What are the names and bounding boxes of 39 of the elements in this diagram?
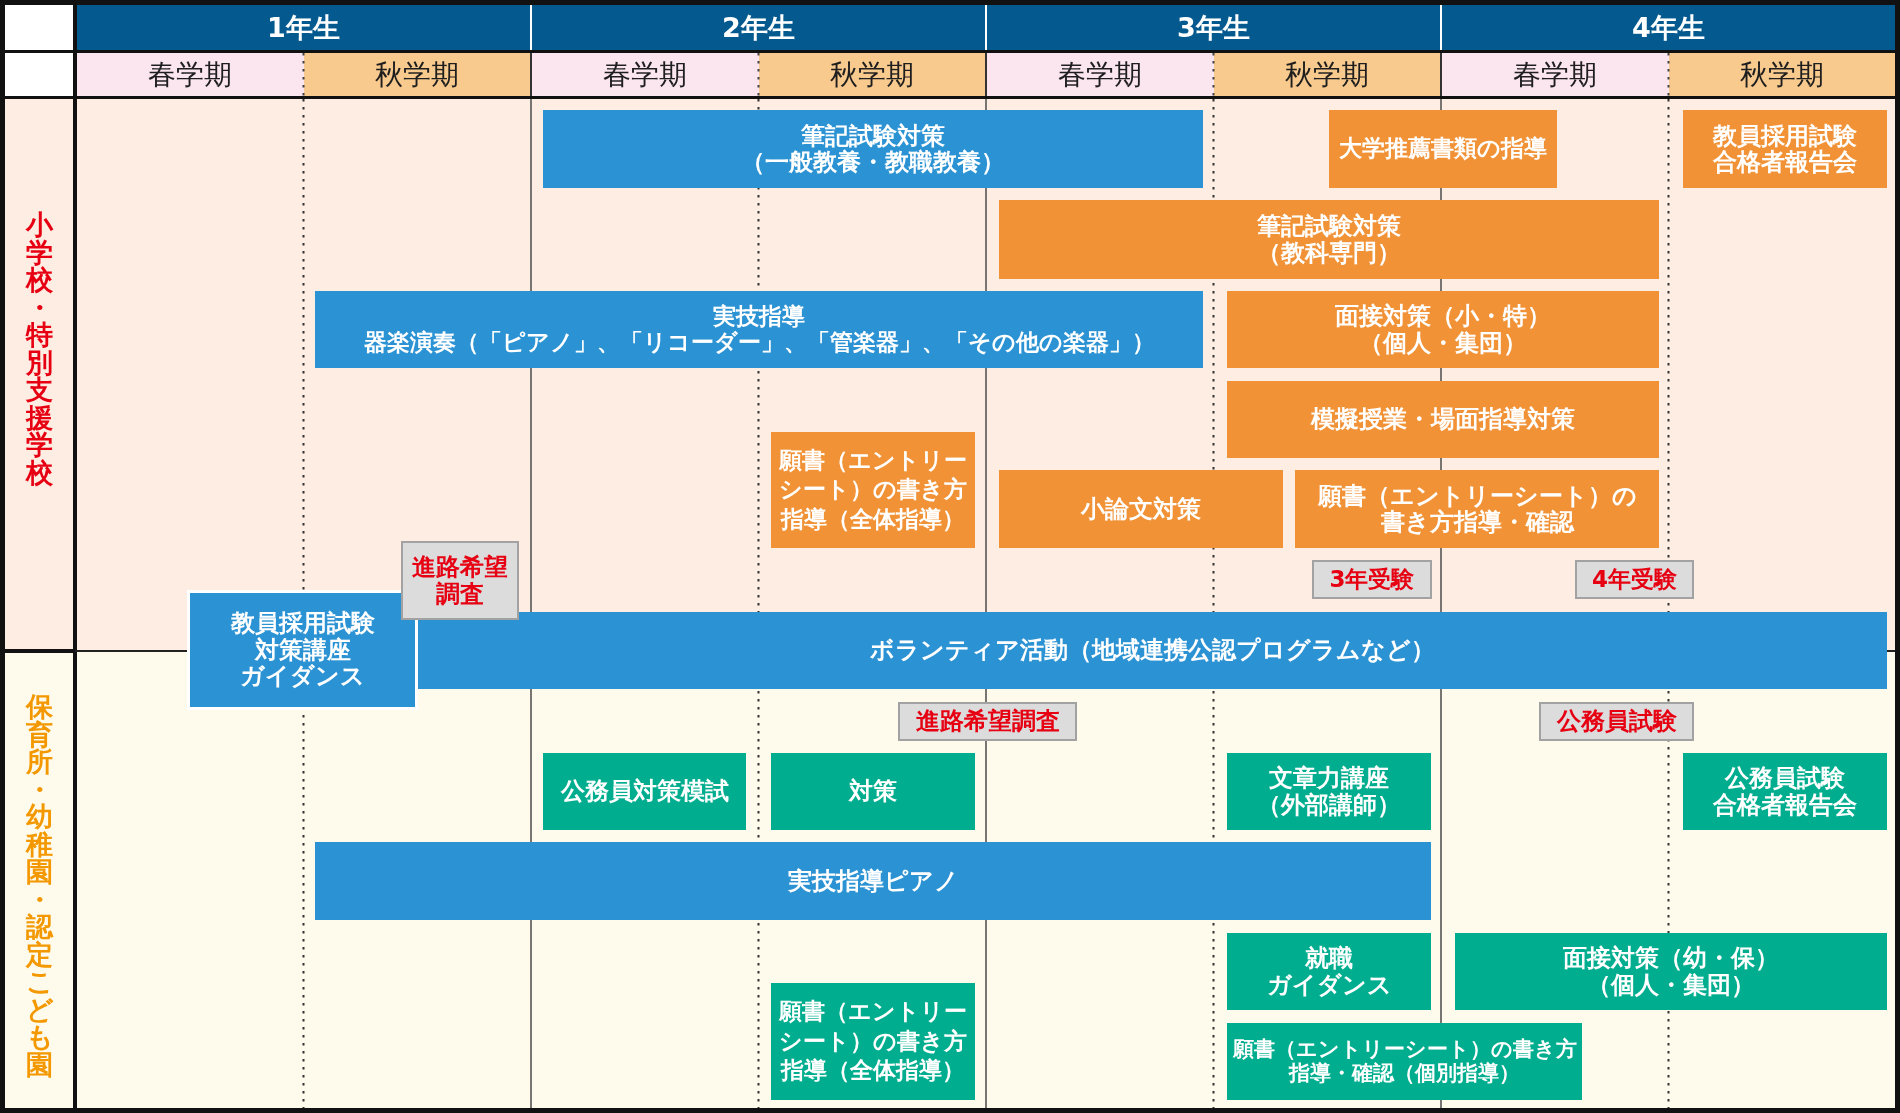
section-label: 保育所・幼稚園・認定こども園 — [25, 693, 54, 1079]
activity-box: 願書（エントリーシート）の書き方指導・確認 — [1295, 470, 1659, 548]
term-header: 秋学期 — [758, 53, 986, 96]
activity-box: 筆記試験対策（教科専門） — [999, 200, 1659, 279]
notice-box: 進路希望調査 — [401, 541, 519, 620]
term-header: 春学期 — [531, 53, 759, 96]
activity-box: 面接対策（幼・保）（個人・集団） — [1455, 933, 1887, 1010]
section-label: 小学校・特別支援学校 — [25, 211, 54, 487]
year-header: 4年生 — [1442, 5, 1895, 50]
activity-box: 筆記試験対策（一般教養・教職教養） — [543, 110, 1203, 188]
year-header: 1年生 — [77, 5, 530, 50]
activity-box: 実技指導器楽演奏（「ピアノ」、「リコーダー」、「管楽器」、「その他の楽器」） — [315, 291, 1203, 368]
activity-box: 願書（エントリーシート）の書き方指導（全体指導） — [771, 432, 975, 548]
year-header: 3年生 — [987, 5, 1440, 50]
activity-box: 大学推薦書類の指導 — [1329, 110, 1557, 188]
activity-box: 就職ガイダンス — [1227, 933, 1431, 1010]
activity-box: 面接対策（小・特）（個人・集団） — [1227, 291, 1659, 368]
activity-box: 模擬授業・場面指導対策 — [1227, 381, 1659, 458]
year-header: 2年生 — [532, 5, 985, 50]
term-header: 秋学期 — [1668, 53, 1895, 96]
activity-box: 教員採用試験対策講座ガイダンス — [187, 590, 418, 710]
activity-box: 対策 — [771, 753, 975, 830]
term-header: 春学期 — [76, 53, 304, 96]
activity-box: 公務員対策模試 — [543, 753, 746, 830]
notice-box: 公務員試験 — [1539, 702, 1694, 741]
activity-box: 小論文対策 — [999, 470, 1283, 548]
term-header: 春学期 — [1441, 53, 1669, 96]
term-header: 秋学期 — [303, 53, 531, 96]
term-header: 春学期 — [986, 53, 1214, 96]
activity-box: 願書（エントリーシート）の書き方指導・確認（個別指導） — [1227, 1023, 1582, 1100]
notice-box: 進路希望調査 — [898, 702, 1077, 741]
activity-box: 教員採用試験合格者報告会 — [1683, 110, 1887, 188]
activity-box: 文章力講座（外部講師） — [1227, 753, 1431, 830]
notice-box: 4年受験 — [1575, 560, 1694, 599]
term-header: 秋学期 — [1213, 53, 1441, 96]
notice-box: 3年受験 — [1312, 560, 1432, 599]
activity-box: 願書（エントリーシート）の書き方指導（全体指導） — [771, 983, 975, 1100]
activity-box: 公務員試験合格者報告会 — [1683, 753, 1887, 830]
activity-box: 実技指導ピアノ — [315, 842, 1431, 920]
